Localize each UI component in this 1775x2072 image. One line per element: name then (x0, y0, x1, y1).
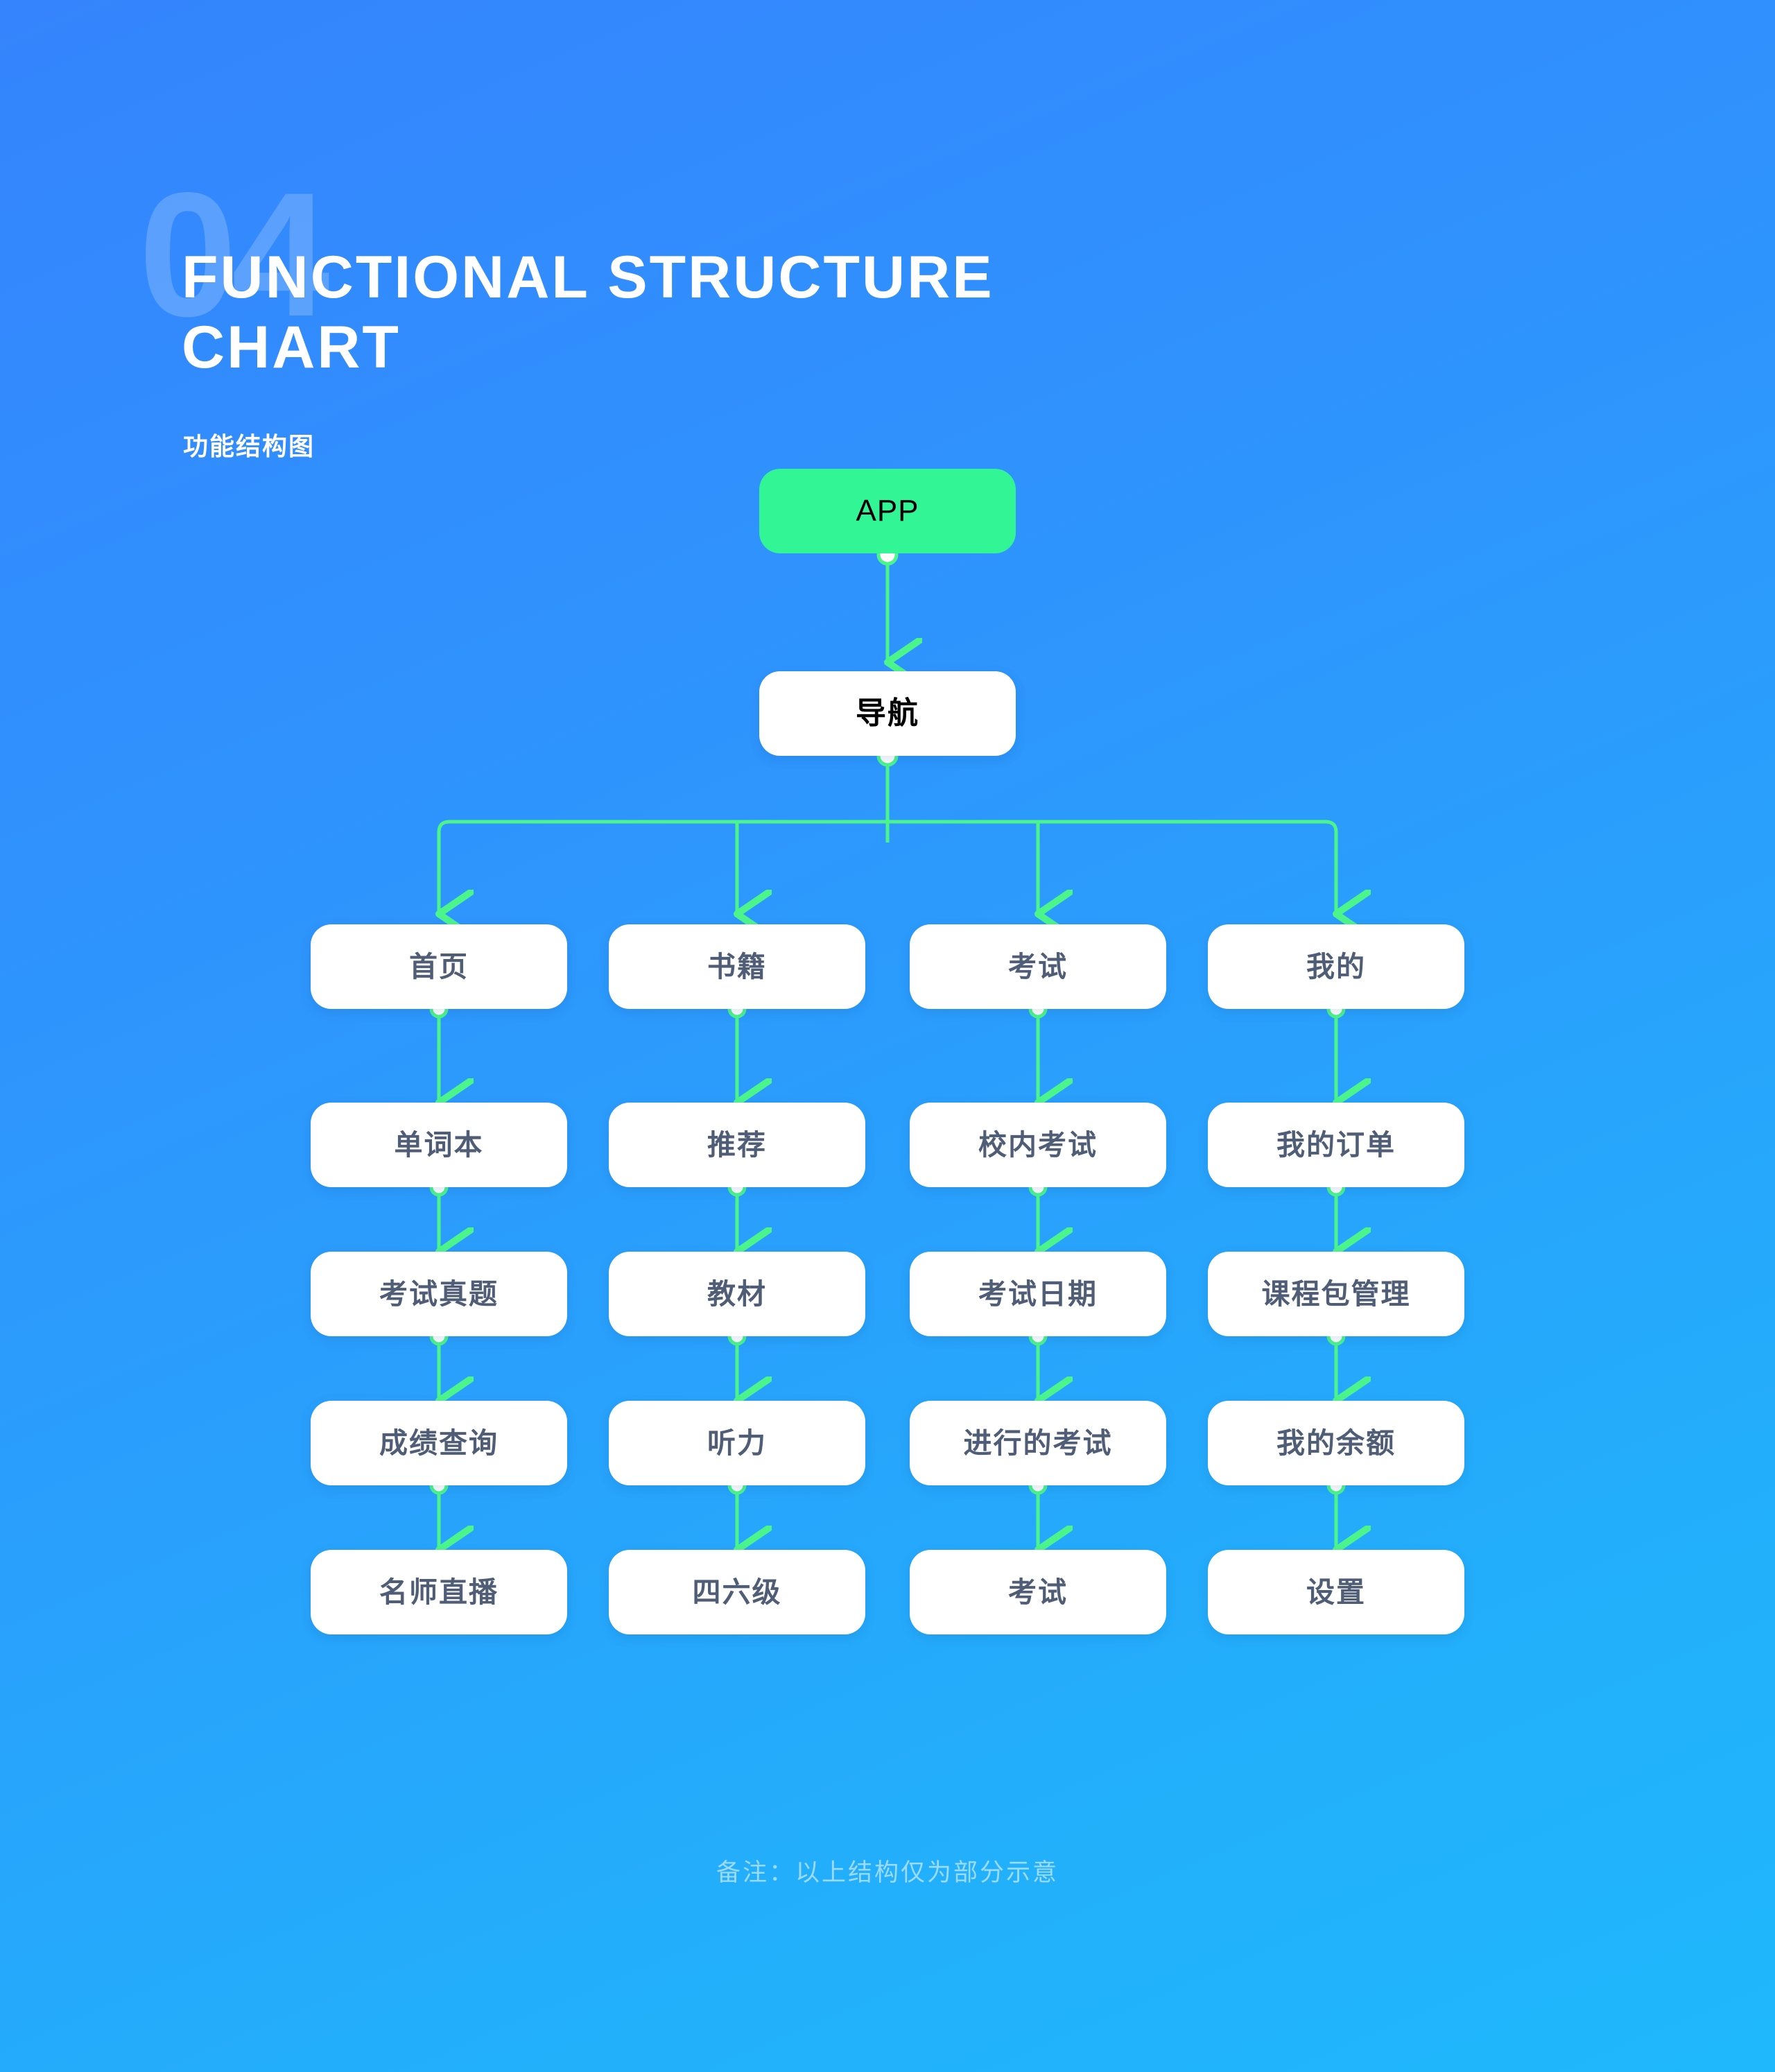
node-label: 校内考试 (978, 1128, 1098, 1161)
node-label: 推荐 (707, 1128, 767, 1161)
node-navigation-label: 导航 (856, 696, 919, 730)
node-label: 我的余额 (1276, 1426, 1396, 1459)
node-home[interactable]: 首页 (311, 924, 567, 1009)
node-label: 课程包管理 (1261, 1277, 1411, 1310)
node-label: 我的 (1306, 950, 1366, 983)
node-label: 教材 (707, 1277, 767, 1310)
page-subtitle: 功能结构图 (183, 432, 315, 460)
page-title-line-1: FUNCTIONAL STRUCTURE (182, 244, 994, 311)
node-settings[interactable]: 设置 (1208, 1550, 1464, 1634)
node-course-package-management[interactable]: 课程包管理 (1208, 1252, 1464, 1336)
node-label: 名师直播 (379, 1575, 499, 1608)
node-label: 四六级 (692, 1575, 782, 1608)
node-label: 考试 (1008, 1575, 1068, 1608)
node-label: 考试 (1008, 950, 1068, 983)
node-cet46[interactable]: 四六级 (609, 1550, 865, 1634)
node-label: 考试真题 (379, 1277, 499, 1310)
node-label: 听力 (707, 1426, 767, 1459)
node-campus-exam[interactable]: 校内考试 (910, 1103, 1166, 1187)
node-exam[interactable]: 考试 (910, 924, 1166, 1009)
node-listening[interactable]: 听力 (609, 1401, 865, 1485)
node-app-label: APP (856, 494, 919, 528)
node-my-orders[interactable]: 我的订单 (1208, 1103, 1464, 1187)
node-label: 单词本 (394, 1128, 484, 1161)
node-exam-date[interactable]: 考试日期 (910, 1252, 1166, 1336)
node-label: 书籍 (707, 950, 767, 983)
node-navigation[interactable]: 导航 (759, 671, 1016, 756)
node-label: 首页 (409, 950, 469, 983)
node-score-query[interactable]: 成绩查询 (311, 1401, 567, 1485)
node-app[interactable]: APP (759, 469, 1016, 553)
node-label: 进行的考试 (963, 1426, 1113, 1459)
node-label: 考试日期 (978, 1277, 1098, 1310)
node-teacher-livestream[interactable]: 名师直播 (311, 1550, 567, 1634)
node-mine[interactable]: 我的 (1208, 924, 1464, 1009)
node-past-exam-papers[interactable]: 考试真题 (311, 1252, 567, 1336)
node-exam-leaf[interactable]: 考试 (910, 1550, 1166, 1634)
node-wordbook[interactable]: 单词本 (311, 1103, 567, 1187)
page-title-line-2: CHART (182, 314, 401, 381)
node-ongoing-exam[interactable]: 进行的考试 (910, 1401, 1166, 1485)
node-label: 我的订单 (1276, 1128, 1396, 1161)
footnote: 备注：以上结构仅为部分示意 (716, 1859, 1059, 1886)
page-header: 04 FUNCTIONAL STRUCTURE CHART 功能结构图 (0, 0, 1775, 460)
node-recommend[interactable]: 推荐 (609, 1103, 865, 1187)
node-my-balance[interactable]: 我的余额 (1208, 1401, 1464, 1485)
section-number-watermark: 04 (139, 156, 330, 354)
node-books[interactable]: 书籍 (609, 924, 865, 1009)
node-textbooks[interactable]: 教材 (609, 1252, 865, 1336)
page-title: FUNCTIONAL STRUCTURE CHART (182, 243, 994, 383)
node-label: 成绩查询 (379, 1426, 499, 1459)
node-label: 设置 (1306, 1575, 1366, 1608)
